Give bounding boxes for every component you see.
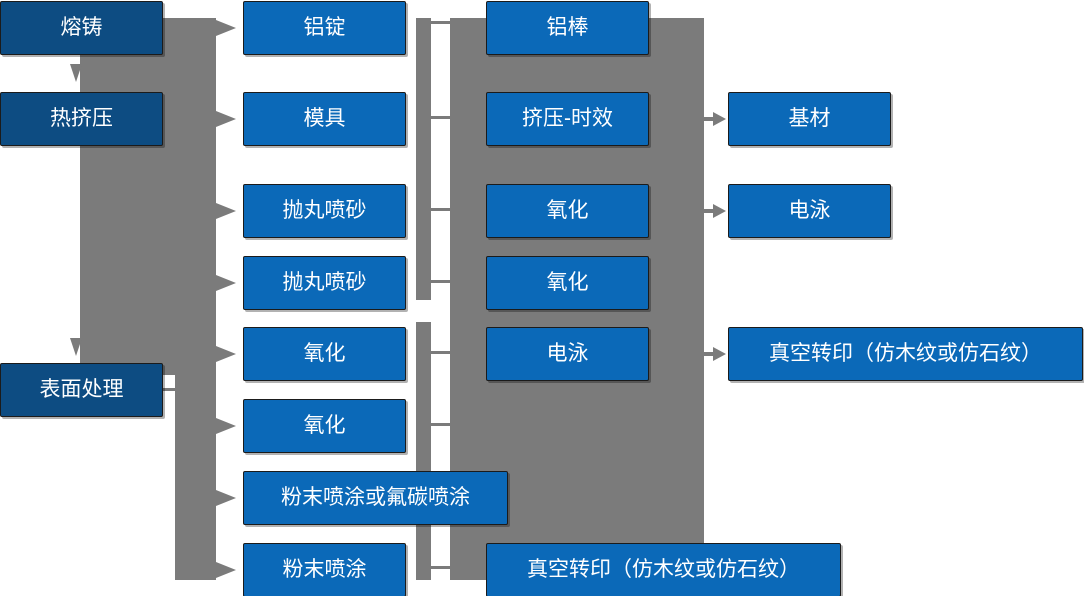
substep-label: 真空转印（仿木纹或仿石纹） [527, 557, 800, 581]
stage-label: 表面处理 [39, 377, 124, 401]
stage-box-hot-extrusion[interactable]: 热挤压 [0, 92, 163, 146]
arrow-to-vacuum-transfer [704, 347, 726, 361]
output-label: 电泳 [788, 198, 831, 222]
connector-substep-to-output [704, 112, 726, 361]
step-box-shot-blast-2[interactable]: 抛丸喷砂 [243, 256, 406, 310]
substep-label: 氧化 [546, 198, 589, 222]
step-box-powder-coating[interactable]: 粉末喷涂 [243, 543, 406, 596]
substep-box-oxidation-1[interactable]: 氧化 [486, 184, 649, 238]
step-label: 粉末喷涂 [282, 557, 367, 581]
step-label: 氧化 [303, 413, 346, 437]
output-box-base-material[interactable]: 基材 [728, 92, 891, 146]
step-box-powder-or-pvdf-coating[interactable]: 粉末喷涂或氟碳喷涂 [243, 471, 508, 525]
stage-box-surface-treatment[interactable]: 表面处理 [0, 363, 163, 417]
output-box-electrophoresis[interactable]: 电泳 [728, 184, 891, 238]
substep-box-oxidation-2[interactable]: 氧化 [486, 256, 649, 310]
substep-label: 电泳 [546, 341, 589, 365]
step-label: 铝锭 [303, 15, 346, 39]
step-box-oxidation-1[interactable]: 氧化 [243, 327, 406, 381]
stage-label: 熔铸 [60, 15, 103, 39]
step-label: 抛丸喷砂 [282, 198, 367, 222]
substep-label: 铝棒 [546, 15, 589, 39]
substep-box-vacuum-transfer[interactable]: 真空转印（仿木纹或仿石纹） [486, 543, 841, 596]
substep-box-electrophoresis[interactable]: 电泳 [486, 327, 649, 381]
stage-label: 热挤压 [50, 106, 113, 130]
output-box-vacuum-transfer[interactable]: 真空转印（仿木纹或仿石纹） [728, 327, 1083, 381]
step-label: 抛丸喷砂 [282, 270, 367, 294]
step-box-oxidation-2[interactable]: 氧化 [243, 399, 406, 453]
step-box-mold[interactable]: 模具 [243, 92, 406, 146]
substep-label: 挤压-时效 [522, 106, 613, 130]
arrow-to-electrophoresis [704, 204, 726, 218]
step-box-shot-blast-1[interactable]: 抛丸喷砂 [243, 184, 406, 238]
step-label: 氧化 [303, 341, 346, 365]
output-label: 基材 [788, 106, 831, 130]
substep-label: 氧化 [546, 270, 589, 294]
substep-box-aluminum-bar[interactable]: 铝棒 [486, 1, 649, 55]
output-label: 真空转印（仿木纹或仿石纹） [769, 341, 1042, 365]
stage-box-melt-cast[interactable]: 熔铸 [0, 1, 163, 55]
step-label: 粉末喷涂或氟碳喷涂 [281, 485, 470, 509]
step-box-aluminum-ingot[interactable]: 铝锭 [243, 1, 406, 55]
substep-box-extrusion-aging[interactable]: 挤压-时效 [486, 92, 649, 146]
step-label: 模具 [303, 106, 346, 130]
arrow-to-base-material [704, 112, 726, 126]
